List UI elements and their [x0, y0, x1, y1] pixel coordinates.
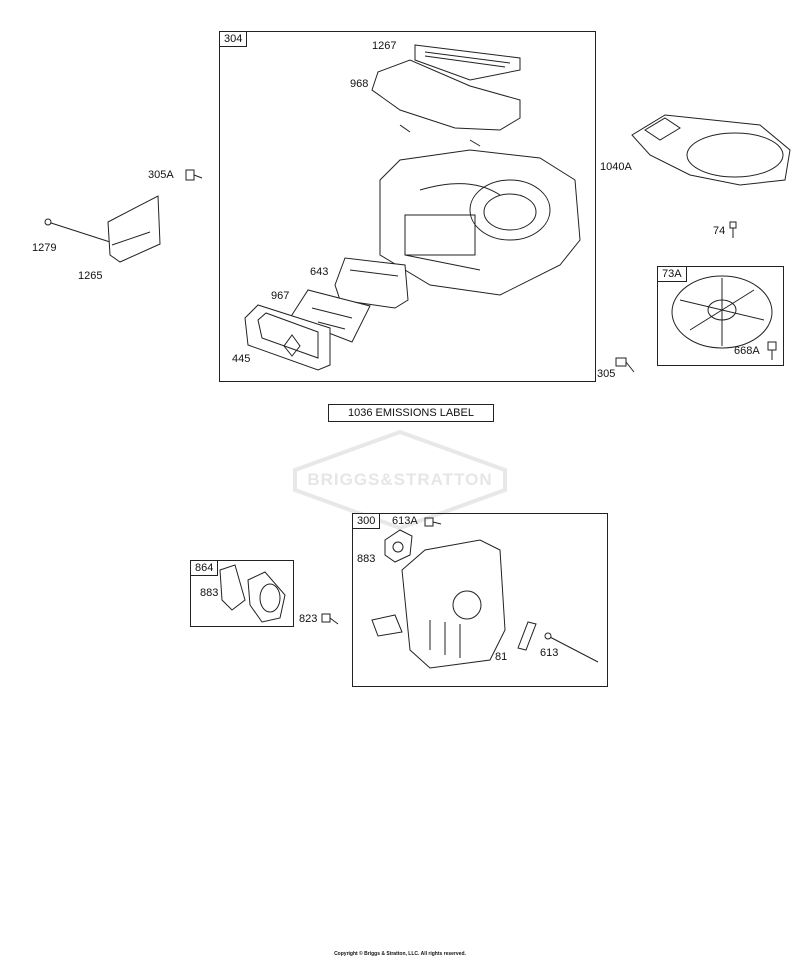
air-filter-element: [414, 44, 521, 81]
blower-housing: [379, 149, 581, 296]
callout-643: 643: [310, 266, 329, 278]
callout-967: 967: [271, 290, 290, 302]
callout-968: 968: [350, 78, 369, 90]
bolt-1279: [44, 218, 111, 243]
group-864-frame: [190, 560, 294, 627]
watermark-logo: [293, 429, 507, 531]
callout-668a: 668A: [734, 345, 760, 357]
screw-823: [321, 613, 339, 625]
box-label-73a: 73A: [658, 267, 687, 282]
box-label-864: 864: [191, 561, 219, 576]
emissions-label-box: 1036 EMISSIONS LABEL: [328, 404, 494, 422]
gasket-445: [244, 304, 331, 371]
watermark-text: BRIGGS&STRATTON: [307, 470, 493, 489]
callout-74: 74: [713, 225, 726, 237]
screw-668a: [767, 341, 777, 360]
air-filter-cover: [371, 59, 521, 147]
callout-445: 445: [232, 353, 251, 365]
screw-613a: [424, 517, 442, 527]
callout-883-left: 883: [200, 587, 219, 599]
callout-613: 613: [540, 647, 559, 659]
callout-305a: 305A: [148, 169, 174, 181]
callout-613a: 613A: [392, 515, 418, 527]
copyright-notice: Copyright © Briggs & Stratton, LLC. All …: [334, 951, 466, 957]
screw-305a: [185, 169, 203, 181]
shroud-1040a: [631, 114, 791, 186]
box-label-300: 300: [353, 514, 381, 529]
gasket-883-top: [384, 529, 413, 563]
group-304-frame: [219, 31, 596, 382]
shield-1265: [107, 195, 161, 263]
callout-823: 823: [299, 613, 318, 625]
rotating-screen-73a: [671, 275, 773, 349]
label-plate-967: [289, 289, 371, 343]
box-label-304: 304: [220, 32, 248, 47]
lock-plate-81: [517, 621, 537, 651]
callout-81: 81: [495, 651, 508, 663]
callout-1265: 1265: [78, 270, 103, 282]
muffler-300: [371, 539, 506, 669]
callout-1040a: 1040A: [600, 161, 632, 173]
group-300-frame: [352, 513, 608, 687]
bolt-613: [544, 632, 599, 663]
callout-883-top: 883: [357, 553, 376, 565]
screw-74: [729, 221, 737, 238]
group-73a-frame: [657, 266, 784, 366]
callout-1279: 1279: [32, 242, 57, 254]
screw-305: [615, 357, 635, 373]
callout-305: 305: [597, 368, 616, 380]
callout-1267: 1267: [372, 40, 397, 52]
exhaust-adapter-864: [219, 564, 286, 623]
